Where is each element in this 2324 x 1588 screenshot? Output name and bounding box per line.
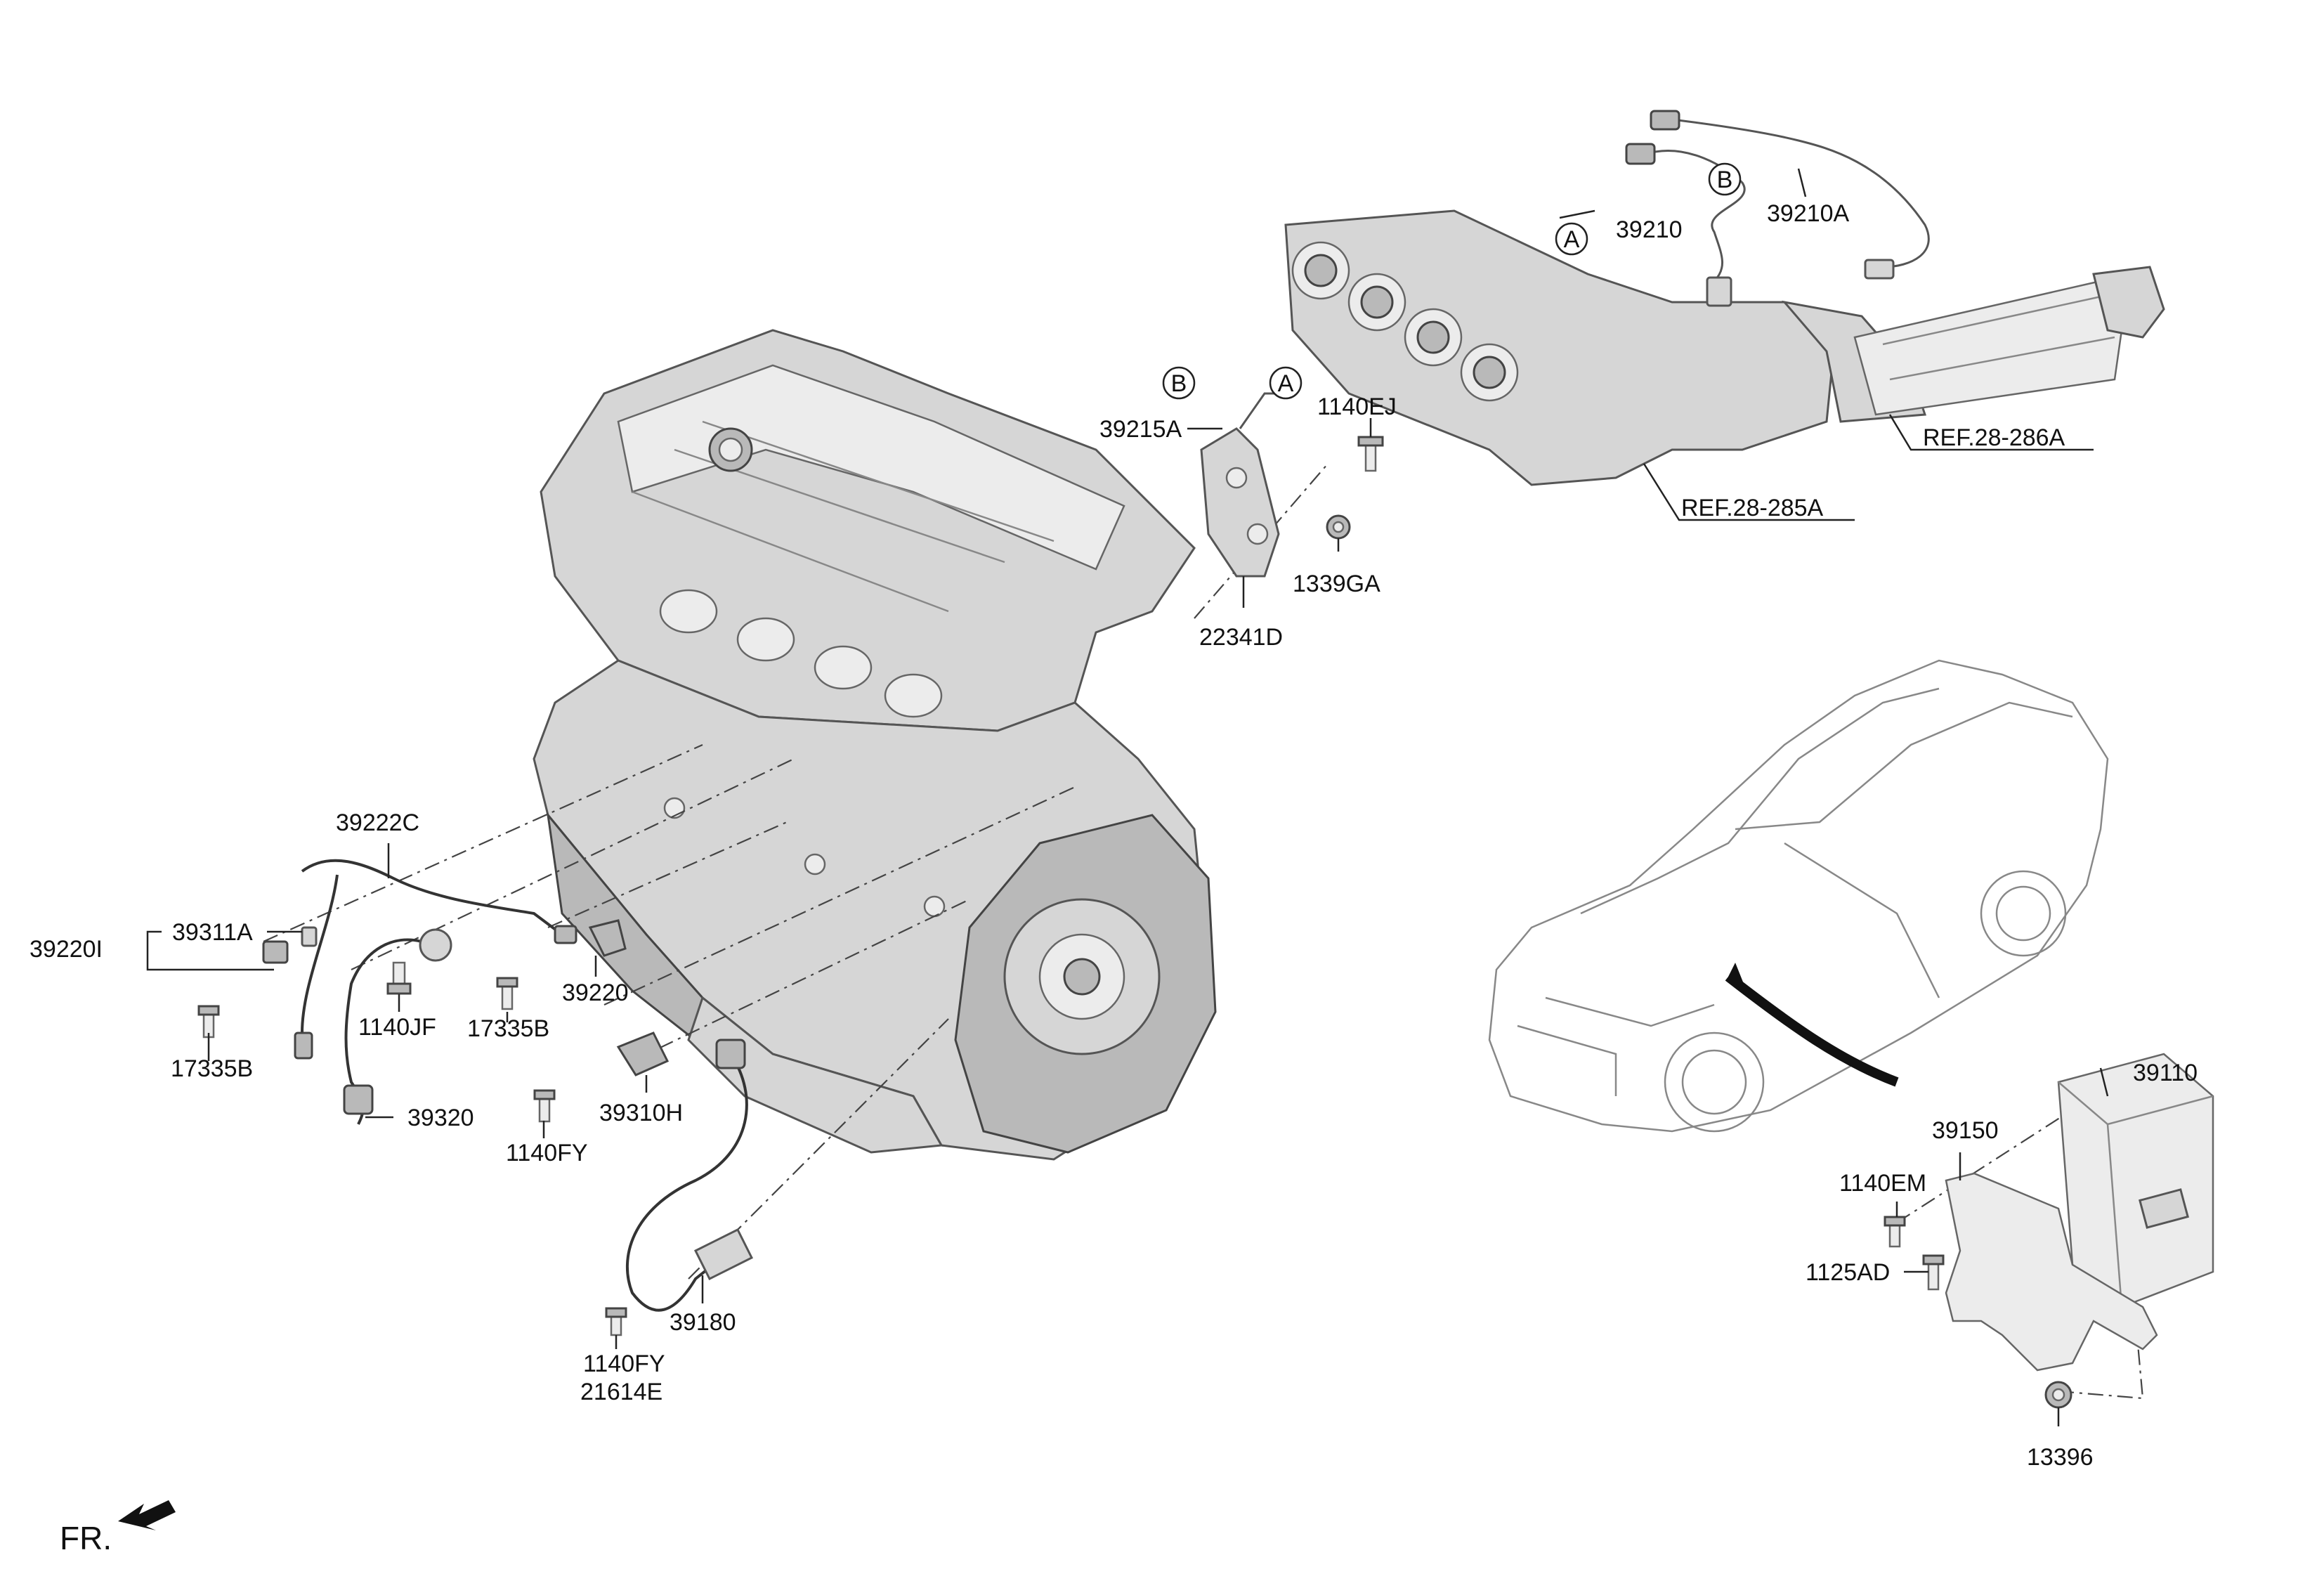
label-1140fy-mid: 1140FY <box>506 1140 588 1166</box>
label-39215a: 39215A <box>1099 416 1182 443</box>
label-39210: 39210 <box>1616 216 1683 243</box>
label-39220i: 39220I <box>30 936 103 963</box>
label-39311a: 39311A <box>172 919 253 946</box>
ecu-illustration <box>1884 1053 2214 1409</box>
bracket-group <box>1200 392 1384 578</box>
front-indicator: FR. <box>60 1500 176 1556</box>
label-39150: 39150 <box>1932 1117 1999 1144</box>
label-39180: 39180 <box>670 1309 736 1336</box>
label-39320: 39320 <box>407 1105 474 1131</box>
ref-28-286a: REF.28-286A <box>1923 424 2065 451</box>
vehicle-illustration <box>1488 659 2109 1133</box>
label-22341d: 22341D <box>1199 624 1283 651</box>
label-39110: 39110 <box>2133 1060 2198 1086</box>
label-1140em: 1140EM <box>1839 1170 1926 1197</box>
label-39210a: 39210A <box>1767 200 1850 227</box>
label-39222c: 39222C <box>336 809 419 836</box>
callout-b-bracket: B <box>1171 370 1187 397</box>
sensor-harness-group <box>197 859 754 1336</box>
front-arrow-icon <box>118 1500 176 1530</box>
label-1125ad: 1125AD <box>1806 1259 1890 1286</box>
label-21614e: 21614E <box>580 1379 662 1405</box>
label-1140ej: 1140EJ <box>1317 393 1397 420</box>
callout-b-exhaust: B <box>1717 167 1733 193</box>
label-39220: 39220 <box>562 980 629 1006</box>
front-label: FR. <box>60 1520 112 1556</box>
callout-markers: B A A B <box>1162 162 1742 400</box>
label-1140jf: 1140JF <box>358 1014 436 1041</box>
callout-a-exhaust: A <box>1564 226 1580 253</box>
leader-lines <box>146 168 2109 1426</box>
ref-28-285a: REF.28-285A <box>1681 495 1824 521</box>
engine-block-illustration <box>533 329 1217 1161</box>
label-13396: 13396 <box>2027 1444 2094 1471</box>
part-labels: 39222C 39311A 39220I 17335B 1140JF 17335… <box>30 200 2198 1471</box>
label-17335b-mid: 17335B <box>467 1015 549 1042</box>
label-17335b-left: 17335B <box>171 1055 253 1082</box>
callout-a-bracket: A <box>1278 370 1294 397</box>
label-1339ga: 1339GA <box>1293 571 1380 597</box>
label-1140fy-bottom: 1140FY <box>583 1351 665 1377</box>
label-39310h: 39310H <box>599 1100 683 1126</box>
exhaust-manifold-illustration <box>1284 110 2165 521</box>
